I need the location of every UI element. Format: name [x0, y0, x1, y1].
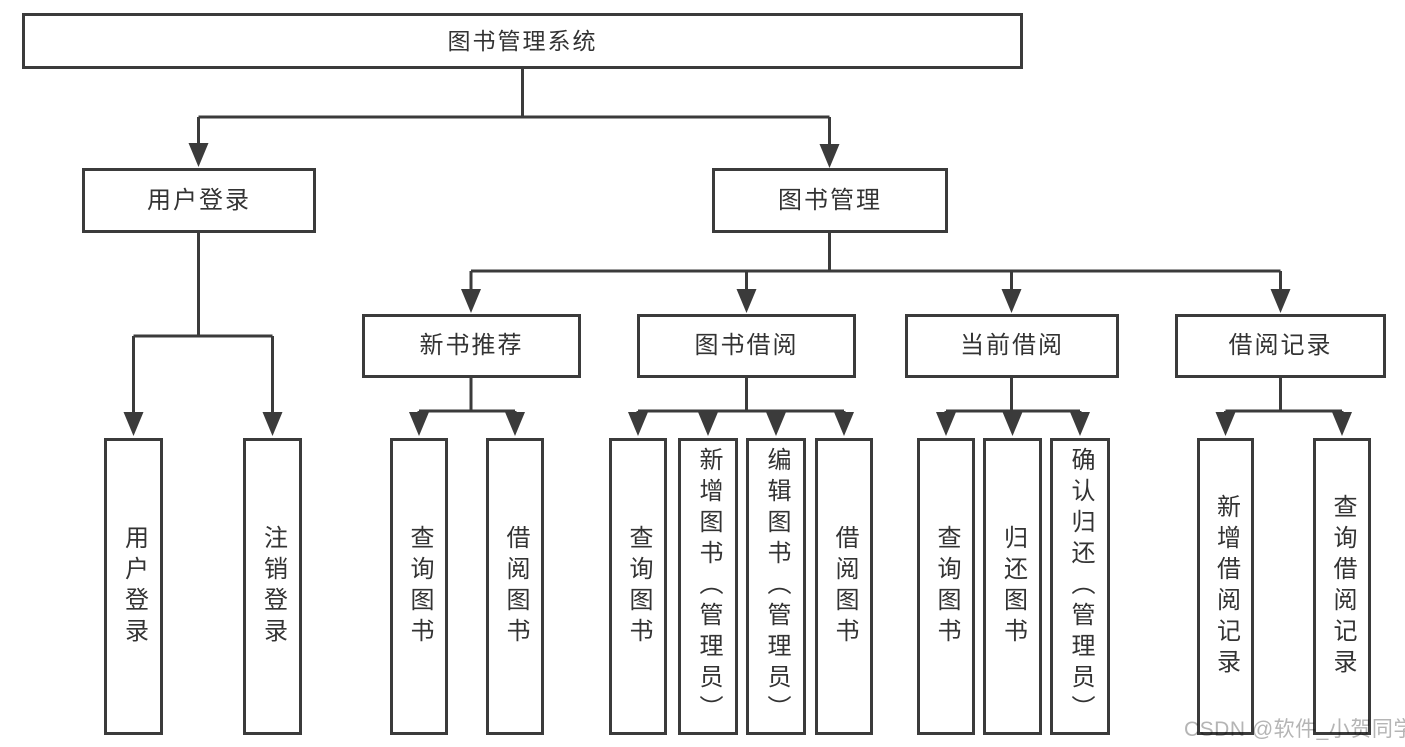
node-borrowing-records: 借阅记录 — [1175, 314, 1386, 378]
node-book-borrowing: 图书借阅 — [637, 314, 856, 378]
leaf-records-query-record: 查询借阅记录 — [1313, 438, 1371, 735]
connector-book-borrowing-to-leaves — [628, 378, 854, 436]
node-book-management: 图书管理 — [712, 168, 948, 233]
node-user-login: 用户登录 — [82, 168, 316, 233]
leaf-borrowing-query-books: 查询图书 — [609, 438, 667, 735]
leaf-current-confirm-return-admin: 确认归还（管理员） — [1050, 438, 1110, 735]
leaf-recommend-query-books: 查询图书 — [390, 438, 448, 735]
leaf-logout: 注销登录 — [243, 438, 302, 735]
leaf-user-login: 用户登录 — [104, 438, 163, 735]
connector-new-book-recommend-to-leaves — [409, 378, 525, 436]
connector-book-management-to-level3 — [461, 233, 1291, 313]
leaf-borrowing-add-books-admin: 新增图书（管理员） — [678, 438, 738, 735]
node-current-borrowing: 当前借阅 — [905, 314, 1119, 378]
csdn-watermark: CSDN @软件_小贺同学 — [1184, 718, 1405, 741]
leaf-recommend-borrow-books: 借阅图书 — [486, 438, 544, 735]
leaf-borrowing-edit-books-admin: 编辑图书（管理员） — [746, 438, 806, 735]
connector-root-to-branches — [188, 68, 840, 168]
leaf-current-return-books: 归还图书 — [983, 438, 1042, 735]
node-new-book-recommend: 新书推荐 — [362, 314, 581, 378]
node-root: 图书管理系统 — [22, 13, 1023, 69]
connector-borrowing-records-to-leaves — [1215, 378, 1352, 436]
leaf-records-add-record: 新增借阅记录 — [1197, 438, 1254, 735]
connector-current-borrowing-to-leaves — [936, 378, 1090, 436]
leaf-current-query-books: 查询图书 — [917, 438, 975, 735]
leaf-borrowing-borrow-books: 借阅图书 — [815, 438, 873, 735]
connector-user-login-to-leaves — [123, 233, 283, 436]
